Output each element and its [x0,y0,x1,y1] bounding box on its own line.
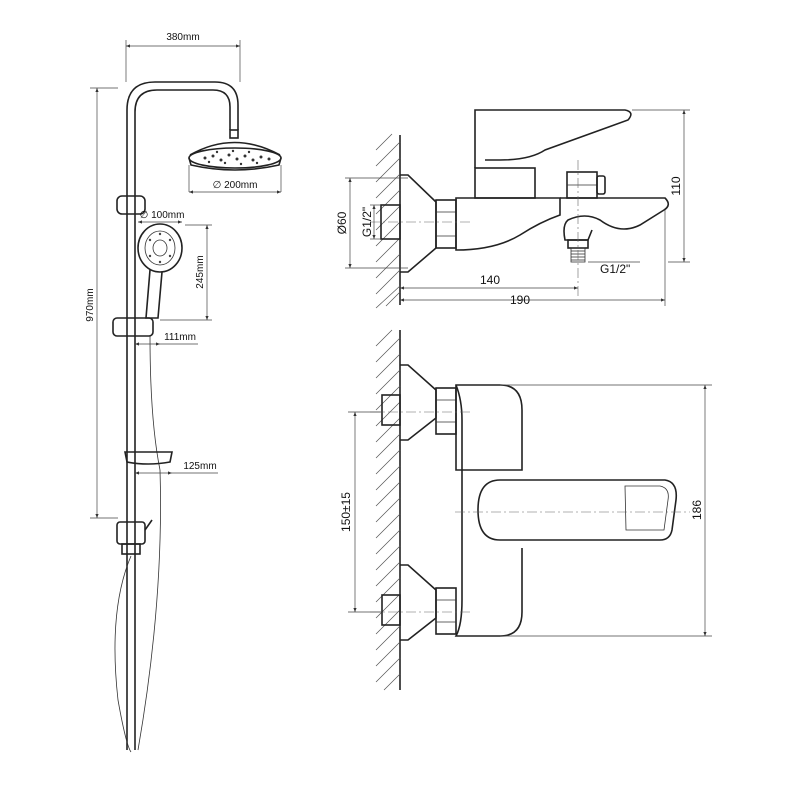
handshower-diameter-label: ∅ 100mm [140,210,185,221]
wall-flange [400,174,437,273]
column-height-label: 970mm [85,288,96,321]
wall-hatch-top [375,329,401,691]
mixer-body-side [455,197,561,251]
lever-handle-side [474,109,632,168]
head-diameter-label: ∅ 200mm [213,180,258,191]
shower-column-drawing: 380mm 970mm ∅ 200mm ∅ 100mm 245mm 111mm … [85,32,282,753]
inlet-spacing-label: 150±15 [339,492,353,532]
wall-hatch-side [375,133,401,309]
soap-dish-offset-label: 125mm [183,461,216,472]
union-nut [435,199,457,249]
mixer-top-view: 150±15 186 [339,329,712,691]
outlet-depth-label: 140 [480,273,500,287]
top-width-label: 186 [690,500,704,520]
hose-upper [149,335,161,471]
lower-nut [435,587,457,635]
outlet-thread-label: G1/2" [600,262,630,276]
inlet-pipe [380,204,401,240]
mixer-side-view: Ø60 G1/2" 110 G1/2" 140 190 [335,109,690,309]
riser-pipe-outer [126,81,239,750]
holder-offset-label: 111mm [164,332,196,343]
riser-pipe-inner [134,89,231,750]
lower-inlet-pipe [381,594,401,626]
upper-flange [400,364,437,441]
body-top-upper [455,384,523,471]
hand-shower [137,223,183,319]
rain-shower-head [188,141,282,171]
lever-handle-top [477,479,678,541]
upper-nut [435,387,457,435]
diverter [116,519,153,555]
cartridge-housing [474,167,536,199]
soap-dish [124,451,173,465]
upper-clamp [116,195,146,215]
handshower-length-label: 245mm [195,255,206,288]
lower-flange [400,564,437,641]
head-connector [229,129,239,139]
inlet-thread-label: G1/2" [360,207,374,237]
hose-return [137,469,161,751]
hose-lower [114,555,132,753]
upper-inlet-pipe [381,394,401,426]
slider-holder [112,317,154,337]
mixer-height-label: 110 [669,176,683,195]
spout-side [560,197,670,241]
column-width-label: 380mm [166,32,199,43]
body-top-outline [454,384,523,637]
spout-depth-label: 190 [510,293,530,307]
flange-diameter-label: Ø60 [335,211,349,234]
